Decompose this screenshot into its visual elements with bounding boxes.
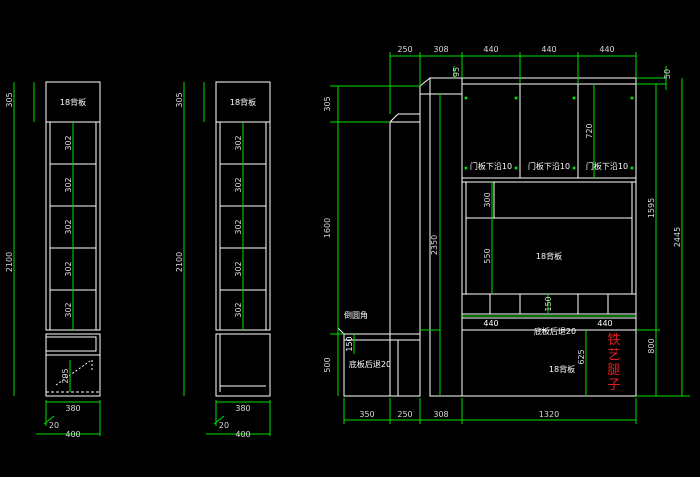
cabinet-a-dim-top-305: 305 bbox=[5, 92, 14, 107]
cabinet-a-dim-2100: 2100 bbox=[5, 252, 14, 272]
main-dim-95: 95 bbox=[452, 67, 461, 77]
main-mid-back-panel: 18背板 bbox=[536, 251, 562, 261]
main-bottom-dim-350: 350 bbox=[359, 410, 374, 419]
cabinet-a-dim-295: 295 bbox=[61, 368, 70, 383]
cabinet-a bbox=[13, 81, 101, 436]
cabinet-a-dim-302-1: 302 bbox=[64, 135, 73, 150]
cabinet-b-dim-2100: 2100 bbox=[175, 252, 184, 272]
main-dim-550: 550 bbox=[483, 248, 492, 263]
logo-char-2: 艺 bbox=[607, 348, 620, 363]
cabinet-a-dim-302-5: 302 bbox=[64, 302, 73, 317]
main-right-dim-1595: 1595 bbox=[647, 198, 656, 218]
cabinet-b bbox=[183, 81, 271, 436]
cabinet-b-dim-top-305: 305 bbox=[175, 92, 184, 107]
main-dim-720: 720 bbox=[585, 123, 594, 138]
chamfer-label: 倒圆角 bbox=[344, 310, 368, 320]
cabinet-b-dim-302-4: 302 bbox=[234, 261, 243, 276]
main-left-dim-305: 305 bbox=[323, 96, 332, 111]
main-bottom-dim-1320: 1320 bbox=[539, 410, 559, 419]
cabinet-a-dim-20: 20 bbox=[49, 421, 59, 430]
main-mid-dim-440-2: 440 bbox=[597, 319, 612, 328]
door-label-2: 门板下沿10 bbox=[528, 161, 570, 171]
cabinet-a-back-panel-label: 18背板 bbox=[60, 97, 86, 107]
main-base-setback-left: 底板后退20 bbox=[349, 359, 391, 369]
main-dim-top-440-3: 440 bbox=[599, 45, 614, 54]
main-dim-625: 625 bbox=[577, 349, 586, 364]
main-left-dim-500: 500 bbox=[323, 357, 332, 372]
cabinet-b-dim-20: 20 bbox=[219, 421, 229, 430]
cabinet-b-dim-302-5: 302 bbox=[234, 302, 243, 317]
cabinet-a-dim-302-3: 302 bbox=[64, 219, 73, 234]
main-dim-150: 150 bbox=[544, 296, 553, 311]
main-dim-2350: 2350 bbox=[430, 235, 439, 255]
cabinet-a-dim-302-4: 302 bbox=[64, 261, 73, 276]
main-right-dim-2445: 2445 bbox=[673, 227, 682, 247]
main-bottom-dim-308: 308 bbox=[433, 410, 448, 419]
main-bottom-dim-250: 250 bbox=[397, 410, 412, 419]
cabinet-b-dim-302-3: 302 bbox=[234, 219, 243, 234]
cabinet-b-back-panel-label: 18背板 bbox=[230, 97, 256, 107]
main-dim-top-440-1: 440 bbox=[483, 45, 498, 54]
cabinet-b-dim-380: 380 bbox=[235, 404, 250, 413]
logo-char-4: 子 bbox=[607, 378, 620, 393]
cabinet-b-dim-302-1: 302 bbox=[234, 135, 243, 150]
main-elevation bbox=[330, 52, 690, 424]
main-dim-top-308: 308 bbox=[433, 45, 448, 54]
main-left-dim-1600: 1600 bbox=[323, 218, 332, 238]
main-dim-top-50: 50 bbox=[663, 69, 672, 79]
cabinet-b-dim-302-2: 302 bbox=[234, 177, 243, 192]
main-mid-dim-440-1: 440 bbox=[483, 319, 498, 328]
main-base-setback-right: 底板后退20 bbox=[534, 326, 576, 336]
logo-char-1: 铁 bbox=[607, 333, 620, 348]
door-label-3: 门板下沿10 bbox=[586, 161, 628, 171]
cabinet-b-dim-400: 400 bbox=[235, 430, 250, 439]
door-label-1: 门板下沿10 bbox=[470, 161, 512, 171]
cabinet-a-dim-302-2: 302 bbox=[64, 177, 73, 192]
logo-char-3: 腿 bbox=[607, 363, 620, 378]
main-dim-top-440-2: 440 bbox=[541, 45, 556, 54]
cabinet-a-dim-380: 380 bbox=[65, 404, 80, 413]
main-dim-top-250: 250 bbox=[397, 45, 412, 54]
chamfer-dim-150: 150 bbox=[345, 336, 354, 351]
main-right-dim-800: 800 bbox=[647, 338, 656, 353]
main-dim-300: 300 bbox=[483, 192, 492, 207]
main-lower-back-panel: 18背板 bbox=[549, 364, 575, 374]
cabinet-a-dim-400: 400 bbox=[65, 430, 80, 439]
